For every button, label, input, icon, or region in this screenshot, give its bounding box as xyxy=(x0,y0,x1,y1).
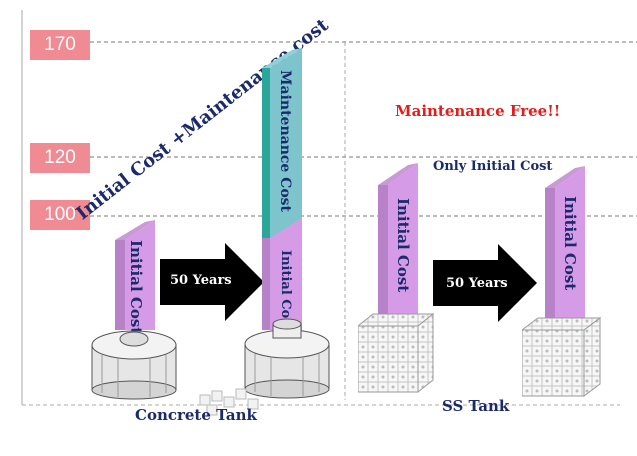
ss-tank-2 xyxy=(522,317,602,397)
maintenance-free-text: Maintenance Free!! xyxy=(395,102,561,120)
ss-initial-column-2 xyxy=(545,166,585,318)
maintenance-cost-label: Maintenance Cost xyxy=(277,70,293,213)
only-initial-cost-text: Only Initial Cost xyxy=(433,159,553,174)
arrow-2-label: 50 Years xyxy=(446,276,508,291)
ss-tank-1 xyxy=(358,312,435,394)
concrete-tank-1 xyxy=(91,330,177,400)
arrow-50-years-1 xyxy=(160,243,264,321)
tick-170: 170 xyxy=(30,30,90,60)
concrete-tank-label: Concrete Tank xyxy=(135,406,257,424)
concrete-total-column xyxy=(262,48,302,330)
tick-100: 100 xyxy=(30,200,90,230)
arrow-50-years-2 xyxy=(433,244,537,322)
concrete-initial-column xyxy=(115,220,155,330)
rubble-decoration xyxy=(199,388,259,416)
ss-initial-label-1: Initial Cost xyxy=(394,198,412,293)
concrete-stacked-initial-label: Initial Cost xyxy=(278,250,293,332)
tick-120: 120 xyxy=(30,143,90,173)
concrete-initial-label: Initial Cost xyxy=(127,240,145,335)
concrete-tank-2 xyxy=(244,318,330,399)
ss-initial-label-2: Initial Cost xyxy=(561,196,579,291)
arrow-1-label: 50 Years xyxy=(170,273,232,288)
ss-initial-column-1 xyxy=(378,163,418,315)
ss-tank-label: SS Tank xyxy=(442,397,510,415)
